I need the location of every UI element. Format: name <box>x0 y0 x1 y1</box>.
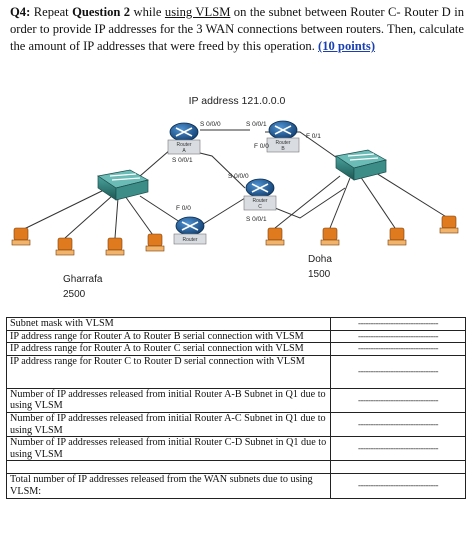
router-d-icon: Router <box>173 216 207 245</box>
question-points: (10 points) <box>318 39 376 53</box>
right-hosts <box>265 215 459 246</box>
vlsm-answer-table: Subnet mask with VLSM ------------------… <box>6 317 466 499</box>
link-left-host2 <box>114 197 119 239</box>
site-right-name: Doha <box>308 254 332 265</box>
network-diagram: IP address 121.0.0.0 Router A Router B R… <box>11 95 459 300</box>
row-label: IP address range for Router C to Router … <box>6 354 331 389</box>
link-right-host2 <box>329 177 351 229</box>
answer-field[interactable]: -------------------------------- <box>330 317 466 331</box>
table-row: IP address range for Router C to Router … <box>6 354 466 389</box>
table-row: Number of IP addresses released from ini… <box>6 411 466 438</box>
row-label: Number of IP addresses released from ini… <box>6 387 331 413</box>
table-row: IP address range for Router A to Router … <box>6 342 466 356</box>
router-a-icon: Router A <box>167 122 201 155</box>
question-using-vlsm: using VLSM <box>164 5 231 19</box>
router-c-label: Router <box>252 198 267 204</box>
router-b-letter: B <box>281 146 285 152</box>
network-links <box>21 129 449 239</box>
left-switch-icon <box>97 169 149 201</box>
table-row: IP address range for Router A to Router … <box>6 329 466 344</box>
if-b-s001: S 0/0/1 <box>246 121 267 128</box>
table-row: Number of IP addresses released from ini… <box>6 387 466 413</box>
router-d-label: Router <box>182 237 197 243</box>
link-c-d <box>199 197 246 227</box>
if-b-f00: F 0/0 <box>254 143 269 150</box>
right-host-icon <box>439 215 459 234</box>
if-a-s000: S 0/0/0 <box>200 121 221 128</box>
question-number: Q4: <box>10 5 31 19</box>
question-text-part2: while <box>130 5 165 19</box>
answer-field[interactable]: -------------------------------- <box>330 411 466 438</box>
answer-field[interactable]: -------------------------------- <box>330 473 466 499</box>
site-left-hosts: 2500 <box>63 289 86 300</box>
right-host-icon <box>320 227 340 246</box>
link-left-host3 <box>124 195 156 239</box>
link-left-host1 <box>64 195 113 239</box>
right-host-icon <box>265 227 285 246</box>
if-c-s001: S 0/0/1 <box>246 216 267 223</box>
site-left-name: Gharrafa <box>63 274 103 285</box>
question-text: Q4: Repeat Question 2 while using VLSM o… <box>10 4 464 55</box>
left-host-icon <box>105 237 125 256</box>
row-label: IP address range for Router A to Router … <box>6 342 331 356</box>
left-host-icon <box>145 233 165 252</box>
link-right-host1 <box>274 175 341 229</box>
ip-address-title: IP address 121.0.0.0 <box>189 95 286 107</box>
row-label: Number of IP addresses released from ini… <box>6 411 331 438</box>
spacer-cell <box>330 460 466 475</box>
table-row: Total number of IP addresses released fr… <box>6 473 466 499</box>
router-a-letter: A <box>182 148 186 154</box>
router-b-label: Router <box>275 140 290 146</box>
if-a-s001: S 0/0/1 <box>172 157 193 164</box>
router-c-letter: C <box>258 204 262 210</box>
link-left-host0 <box>21 187 109 231</box>
router-b-icon: Router B <box>266 120 300 153</box>
right-switch-icon <box>335 149 387 181</box>
link-right-host3 <box>359 175 396 229</box>
if-c-s000: S 0/0/0 <box>228 173 249 180</box>
question-reference: Question 2 <box>72 5 131 19</box>
left-host-icon <box>55 237 75 256</box>
right-host-icon <box>387 227 407 246</box>
router-a-label: Router <box>176 142 191 148</box>
spacer-cell <box>6 460 331 475</box>
if-b-f01: F 0/1 <box>306 133 321 140</box>
left-host-icon <box>11 227 31 246</box>
if-d-f00: F 0/0 <box>176 205 191 212</box>
table-spacer-row <box>6 460 466 475</box>
router-c-icon: Router C <box>243 178 277 211</box>
row-label: IP address range for Router A to Router … <box>6 329 331 344</box>
answer-field[interactable]: -------------------------------- <box>330 436 466 462</box>
question-text-part3: on the subnet between Router C- Router D… <box>10 5 464 53</box>
table-row: Number of IP addresses released from ini… <box>6 436 466 462</box>
row-label: Subnet mask with VLSM <box>6 317 331 331</box>
row-label: Total number of IP addresses released fr… <box>6 473 331 499</box>
site-right-hosts: 1500 <box>308 269 331 280</box>
link-right-host4 <box>367 167 449 219</box>
left-hosts <box>11 227 165 256</box>
answer-field[interactable]: -------------------------------- <box>330 329 466 344</box>
answer-field[interactable]: -------------------------------- <box>330 354 466 389</box>
answer-field[interactable]: -------------------------------- <box>330 342 466 356</box>
table-row: Subnet mask with VLSM ------------------… <box>6 317 466 331</box>
answer-field[interactable]: -------------------------------- <box>330 387 466 413</box>
question-text-part1: Repeat <box>30 5 73 19</box>
row-label: Number of IP addresses released from ini… <box>6 436 331 462</box>
